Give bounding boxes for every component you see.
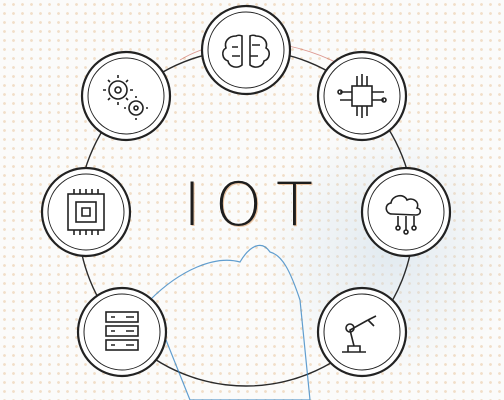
node-brain [200, 4, 292, 96]
node-cloud [360, 166, 452, 258]
node-server [76, 286, 168, 378]
node-robot [316, 286, 408, 378]
server-rack-icon [105, 311, 139, 351]
brain-icon [222, 34, 270, 68]
processor-icon [67, 189, 105, 235]
node-gears [80, 50, 172, 142]
iot-title: IOT [183, 170, 327, 240]
hand-outline [149, 244, 311, 400]
robot-arm-icon [342, 315, 377, 353]
node-circuit [316, 50, 408, 142]
cloud-network-icon [385, 194, 422, 235]
circuit-chip-icon [337, 74, 387, 118]
node-processor [40, 166, 132, 258]
gears-icon [103, 75, 148, 120]
